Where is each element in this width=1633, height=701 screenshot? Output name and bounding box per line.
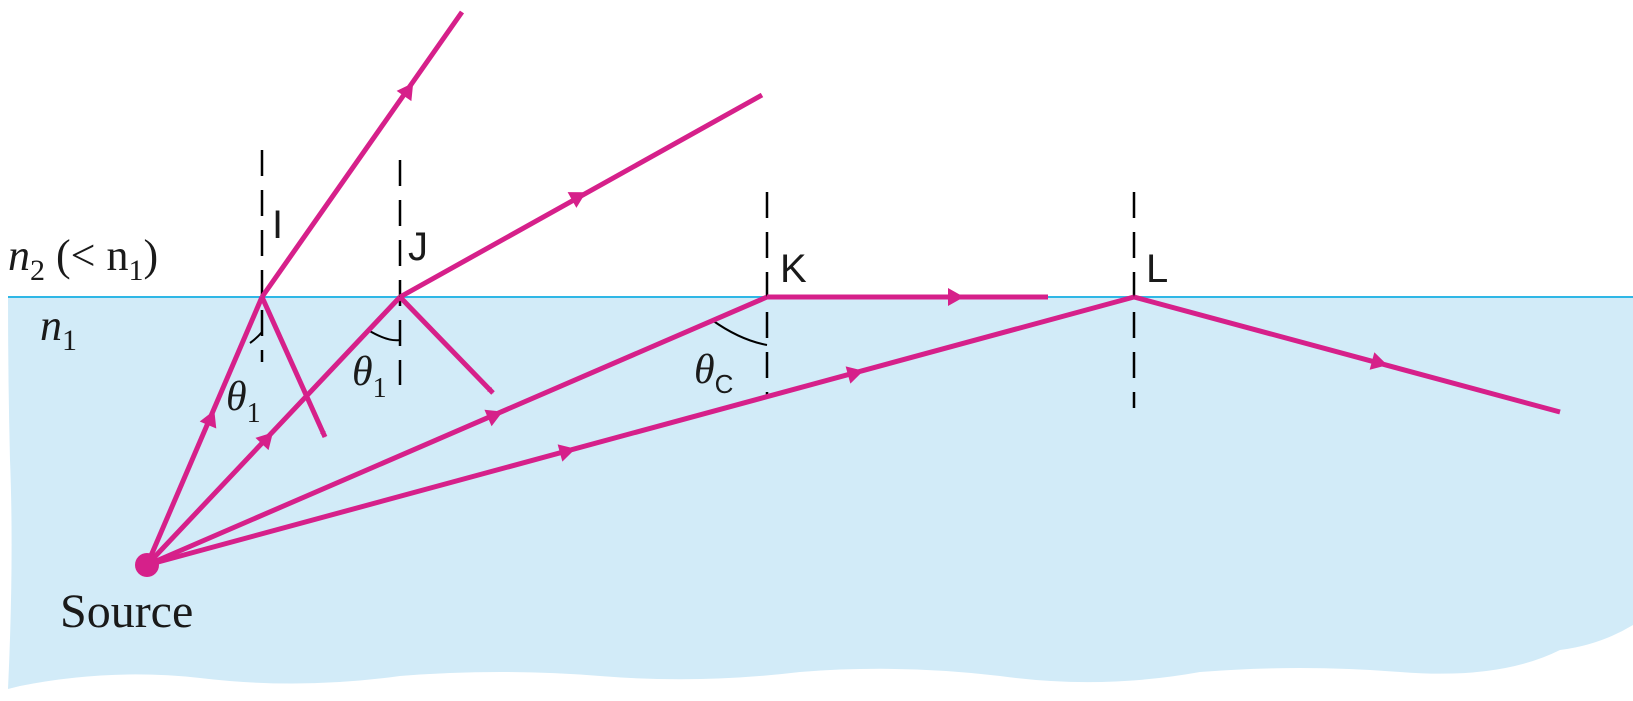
angle-label-thetaC: θC — [694, 347, 733, 399]
point-label-J: J — [408, 225, 428, 269]
angle-arc-theta1-I — [249, 331, 263, 344]
arrow-L-in-2 — [845, 366, 864, 384]
arrow-I-in — [199, 410, 217, 429]
point-label-L: L — [1146, 247, 1168, 291]
angle-arc-thetaC — [711, 319, 768, 346]
angle-arc-theta1-J — [367, 329, 401, 342]
arrow-L-in-1 — [557, 444, 576, 462]
arrow-I-out — [396, 82, 414, 102]
label-n1: n1 — [40, 301, 77, 357]
source-label: Source — [60, 585, 193, 638]
source-point — [135, 553, 159, 577]
point-label-K: K — [780, 247, 807, 291]
ray-source-to-K — [146, 294, 768, 568]
arrow-J-out — [567, 192, 586, 208]
ray-source-to-L — [146, 294, 1135, 568]
angle-label-theta1-J: θ1 — [352, 349, 387, 404]
ray-source-to-I — [144, 296, 265, 566]
arrow-K-out — [948, 288, 964, 306]
label-n2: n2 (< n1) — [8, 231, 158, 287]
arrow-J-in — [255, 432, 273, 451]
arrow-L-out — [1369, 352, 1388, 370]
ray-source-to-J — [145, 295, 402, 567]
ray-reflected-J — [398, 295, 495, 395]
medium-n1-region — [8, 297, 1633, 689]
ray-refracted-I — [259, 10, 465, 299]
angle-label-theta1-I: θ1 — [226, 374, 261, 429]
ray-reflected-L — [1133, 294, 1561, 415]
ray-reflected-I — [259, 295, 328, 439]
point-label-I: I — [272, 203, 283, 247]
arrow-K-in — [484, 409, 503, 427]
